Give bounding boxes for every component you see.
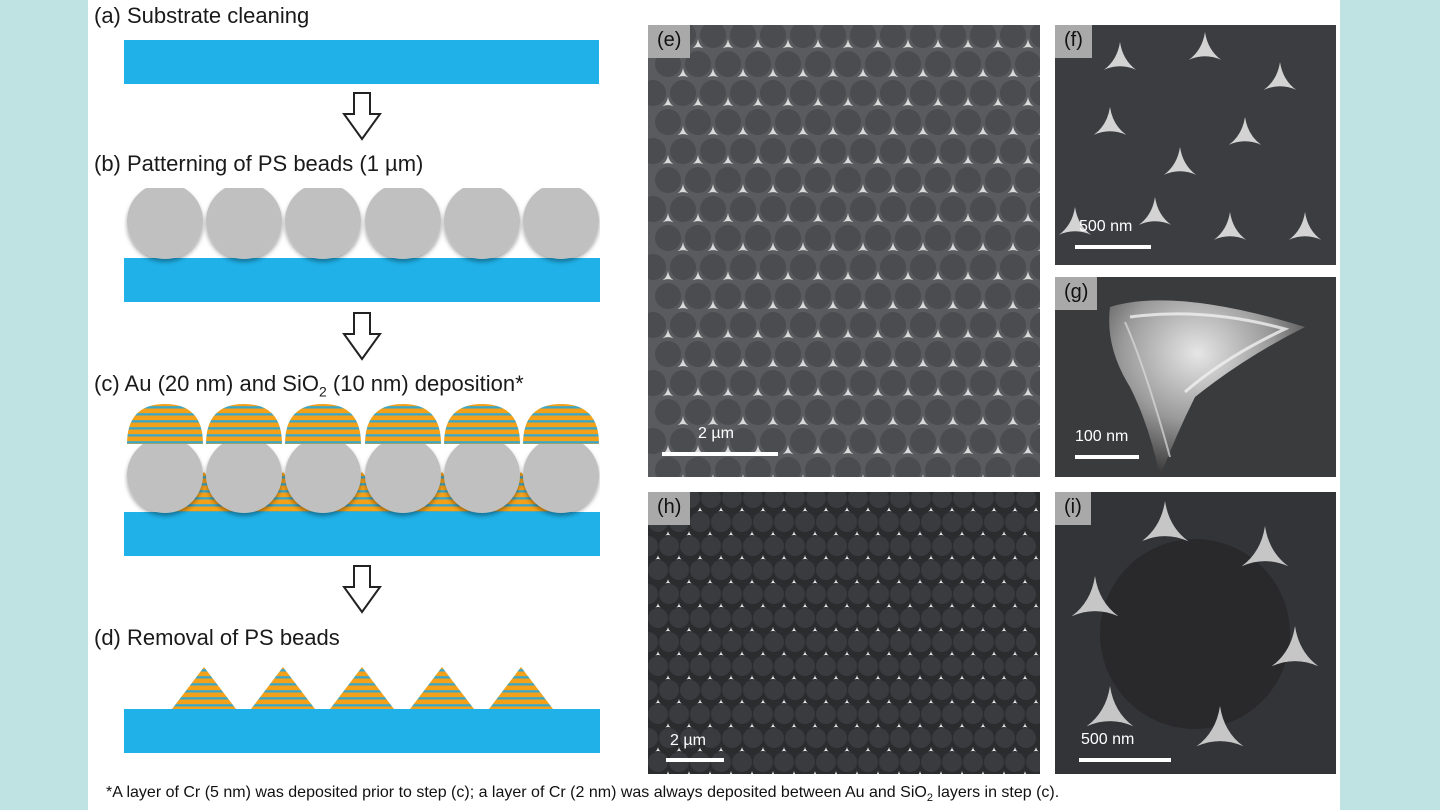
down-arrow-icon <box>342 312 382 361</box>
sem-image-e: (e) 2 µm <box>648 25 1040 477</box>
sem-image-g: (g) 100 nm <box>1055 277 1336 477</box>
step-b-title: (b) Patterning of PS beads (1 µm) <box>94 151 424 176</box>
scale-bar-g <box>1075 455 1139 459</box>
scale-text-e: 2 µm <box>698 425 734 442</box>
sem-image-f: (f) 500 nm <box>1055 25 1336 265</box>
scale-text-g: 100 nm <box>1075 428 1129 445</box>
panel-label-i: (i) <box>1055 492 1091 525</box>
scale-text-h: 2 µm <box>670 732 706 749</box>
footnote: *A layer of Cr (5 nm) was deposited prio… <box>106 784 1060 805</box>
beads-diagram-b <box>124 188 600 304</box>
scale-text-f: 500 nm <box>1079 218 1133 235</box>
scale-text-i: 500 nm <box>1081 731 1135 748</box>
sem-image-i: (i) 500 nm <box>1055 492 1336 774</box>
substrate-a <box>124 40 599 84</box>
step-c-title: (c) Au (20 nm) and SiO2 (10 nm) depositi… <box>94 371 524 400</box>
sem-image-h: (h) 2 µm <box>648 492 1040 774</box>
scale-bar-f <box>1075 245 1151 249</box>
panel-label-g: (g) <box>1055 277 1098 310</box>
deposition-diagram-c <box>124 402 600 558</box>
scale-bar-i <box>1079 758 1171 762</box>
down-arrow-icon <box>342 92 382 141</box>
panel-label-h: (h) <box>648 492 691 525</box>
panel-label-f: (f) <box>1055 25 1092 58</box>
step-a-title: (a) Substrate cleaning <box>94 3 310 28</box>
down-arrow-icon <box>342 565 382 614</box>
figure-panel: (a) Substrate cleaning (b) Patterning of… <box>88 0 1340 810</box>
scale-bar-h <box>666 758 724 762</box>
final-diagram-d <box>124 665 600 755</box>
step-d-title: (d) Removal of PS beads <box>94 625 340 650</box>
scale-bar-e <box>662 452 778 456</box>
panel-label-e: (e) <box>648 25 691 58</box>
